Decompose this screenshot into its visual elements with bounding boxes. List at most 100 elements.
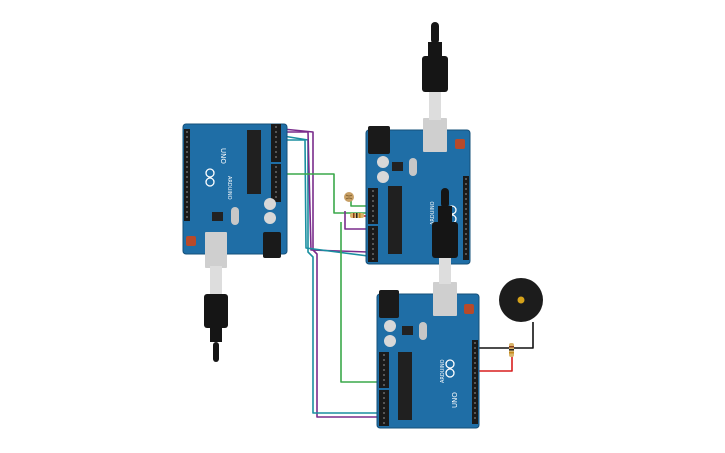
- usb-cable-icon[interactable]: [432, 188, 458, 284]
- header-pin[interactable]: [383, 397, 385, 399]
- header-pin[interactable]: [186, 176, 188, 178]
- wire-black-buzzer[interactable]: [466, 322, 534, 349]
- header-pin[interactable]: [383, 364, 385, 366]
- header-pin[interactable]: [372, 205, 374, 207]
- header-pin[interactable]: [465, 178, 467, 180]
- header-pin[interactable]: [186, 131, 188, 133]
- wire-teal-left-to-topright[interactable]: [283, 139, 369, 257]
- header-pin[interactable]: [372, 210, 374, 212]
- reset-button[interactable]: [455, 139, 465, 149]
- header-pin[interactable]: [383, 422, 385, 424]
- header-pin[interactable]: [465, 233, 467, 235]
- header-pin[interactable]: [186, 171, 188, 173]
- resistor-icon[interactable]: [509, 343, 514, 357]
- header-pin[interactable]: [275, 136, 277, 138]
- header-pin[interactable]: [186, 136, 188, 138]
- header-pin[interactable]: [275, 126, 277, 128]
- wire-red-buzzer[interactable]: [466, 356, 513, 372]
- header-pin[interactable]: [275, 131, 277, 133]
- header-pin[interactable]: [186, 196, 188, 198]
- header-pin[interactable]: [383, 384, 385, 386]
- header-pin[interactable]: [383, 379, 385, 381]
- header-pin[interactable]: [383, 359, 385, 361]
- header-pin[interactable]: [275, 141, 277, 143]
- header-pin[interactable]: [186, 156, 188, 158]
- header-pin[interactable]: [474, 407, 476, 409]
- header-pin[interactable]: [465, 248, 467, 250]
- header-pin[interactable]: [372, 190, 374, 192]
- header-pin[interactable]: [474, 347, 476, 349]
- header-pin[interactable]: [465, 188, 467, 190]
- header-pin[interactable]: [275, 151, 277, 153]
- wire-purple-ldr[interactable]: [344, 211, 368, 230]
- header-pin[interactable]: [383, 354, 385, 356]
- header-pin[interactable]: [372, 220, 374, 222]
- wire-green-topright-to-bottom[interactable]: [340, 222, 383, 383]
- header-pin[interactable]: [275, 166, 277, 168]
- arduino-uno-bottom[interactable]: ARDUINO UNO: [376, 188, 480, 429]
- header-pin[interactable]: [372, 248, 374, 250]
- usb-cable-icon[interactable]: [422, 22, 448, 120]
- header-pin[interactable]: [474, 387, 476, 389]
- header-pin[interactable]: [474, 377, 476, 379]
- header-pin[interactable]: [186, 181, 188, 183]
- header-pin[interactable]: [474, 357, 476, 359]
- header-pin[interactable]: [474, 392, 476, 394]
- reset-button[interactable]: [186, 236, 196, 246]
- header-pin[interactable]: [474, 382, 476, 384]
- wire-green-left-to-topright[interactable]: [283, 173, 368, 214]
- header-pin[interactable]: [186, 211, 188, 213]
- header-pin[interactable]: [474, 367, 476, 369]
- header-pin[interactable]: [465, 183, 467, 185]
- header-pin[interactable]: [465, 203, 467, 205]
- header-pin[interactable]: [275, 176, 277, 178]
- header-pin[interactable]: [186, 151, 188, 153]
- header-pin[interactable]: [465, 193, 467, 195]
- arduino-uno-left[interactable]: ARDUINO UNO: [182, 123, 288, 362]
- header-pin[interactable]: [383, 392, 385, 394]
- header-pin[interactable]: [275, 146, 277, 148]
- header-pin[interactable]: [275, 181, 277, 183]
- header-pin[interactable]: [372, 215, 374, 217]
- header-pin[interactable]: [465, 243, 467, 245]
- header-pin[interactable]: [465, 218, 467, 220]
- header-pin[interactable]: [465, 213, 467, 215]
- header-pin[interactable]: [465, 223, 467, 225]
- header-pin[interactable]: [372, 243, 374, 245]
- header-pin[interactable]: [372, 258, 374, 260]
- header-pin[interactable]: [275, 196, 277, 198]
- header-pin[interactable]: [465, 253, 467, 255]
- header-pin[interactable]: [383, 417, 385, 419]
- header-pin[interactable]: [383, 374, 385, 376]
- header-pin[interactable]: [275, 186, 277, 188]
- header-pin[interactable]: [383, 369, 385, 371]
- header-pin[interactable]: [186, 206, 188, 208]
- header-pin[interactable]: [474, 417, 476, 419]
- header-pin[interactable]: [372, 200, 374, 202]
- header-pin[interactable]: [186, 146, 188, 148]
- photoresistor-icon[interactable]: [344, 192, 354, 202]
- header-pin[interactable]: [372, 195, 374, 197]
- header-pin[interactable]: [275, 156, 277, 158]
- header-pin[interactable]: [372, 253, 374, 255]
- header-pin[interactable]: [372, 238, 374, 240]
- header-pin[interactable]: [474, 362, 476, 364]
- arduino-uno-top-right[interactable]: ARDUINO: [365, 22, 471, 265]
- header-pin[interactable]: [275, 191, 277, 193]
- piezo-buzzer-icon[interactable]: [499, 278, 543, 322]
- header-pin[interactable]: [465, 198, 467, 200]
- reset-button[interactable]: [464, 304, 474, 314]
- header-pin[interactable]: [186, 191, 188, 193]
- header-pin[interactable]: [474, 372, 476, 374]
- resistor-icon[interactable]: [350, 213, 364, 218]
- header-pin[interactable]: [465, 228, 467, 230]
- header-pin[interactable]: [186, 186, 188, 188]
- header-pin[interactable]: [372, 228, 374, 230]
- header-pin[interactable]: [383, 407, 385, 409]
- header-pin[interactable]: [474, 342, 476, 344]
- header-pin[interactable]: [474, 412, 476, 414]
- header-pin[interactable]: [474, 397, 476, 399]
- header-pin[interactable]: [186, 216, 188, 218]
- wire-green-ldr[interactable]: [350, 201, 368, 207]
- header-pin[interactable]: [383, 402, 385, 404]
